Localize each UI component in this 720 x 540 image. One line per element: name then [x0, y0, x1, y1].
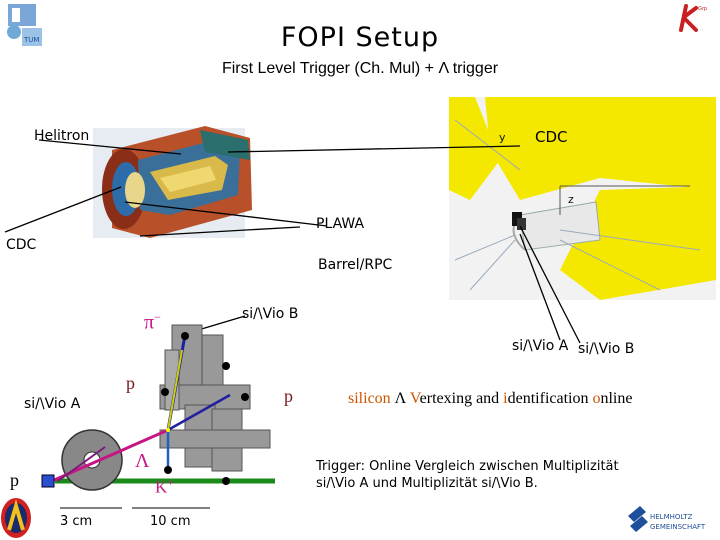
scale-3cm-label: 3 cm — [60, 514, 93, 529]
acronym-word-silicon: silicon — [348, 390, 391, 407]
trigger-note-line2: si/\Vio A und Multiplizität si/\Vio B. — [316, 476, 538, 491]
helitron-label: Helitron — [34, 128, 90, 144]
axis-y-label: y — [499, 131, 506, 144]
helmholtz-logo-line1: HELMHOLTZ — [650, 513, 693, 521]
cdc-left-label: CDC — [6, 237, 37, 253]
detector-illustration — [93, 126, 252, 238]
acronym-word-identification: identification — [503, 390, 589, 407]
proton-right-label: p — [284, 386, 293, 406]
si-vio-a-left-label: si/\Vio A — [24, 396, 81, 412]
pi-minus-label: π− — [144, 310, 161, 334]
trigger-note-line1: Trigger: Online Vergleich zwischen Multi… — [316, 459, 619, 474]
annotation-arrows — [4, 139, 581, 344]
barrel-rpc-label: Barrel/RPC — [318, 257, 393, 273]
acronym-word-online: online — [592, 390, 633, 407]
page-subtitle: First Level Trigger (Ch. Mul) + Λ trigge… — [221, 60, 499, 77]
si-vio-b-top-label: si/\Vio B — [242, 306, 299, 322]
proton-upper-label: p — [126, 373, 135, 393]
tum-logo: TUM — [7, 4, 42, 46]
helmholtz-logo-line2: GEMEINSCHAFT — [650, 523, 706, 531]
svg-text:Grp: Grp — [698, 6, 707, 12]
scale-10cm-label: 10 cm — [150, 514, 191, 529]
acronym-word-vertexing: Vertexing — [409, 390, 473, 407]
page-title: FOPI Setup — [280, 22, 440, 53]
axis-z-label: z — [568, 193, 574, 206]
trigger-note: Trigger: Online Vergleich zwischen Multi… — [316, 458, 619, 492]
si-vio-b-right-label: si/\Vio B — [578, 341, 635, 357]
lambda-label: Λ — [135, 450, 150, 472]
acronym-word-and: and — [476, 390, 500, 407]
si-vio-a-right-label: si/\Vio A — [512, 338, 569, 354]
vertex-schematic — [41, 324, 275, 509]
acronym-line: silicon Λ Vertexing and identification o… — [348, 390, 632, 408]
cdc-picture: y z — [449, 97, 716, 300]
kaon-logo: Grp — [679, 4, 707, 32]
tum-logo-text: TUM — [23, 36, 39, 44]
lambda-logo — [1, 498, 31, 538]
kaon-plus-label: K+ — [155, 477, 174, 497]
plawa-label: PLAWA — [316, 216, 365, 232]
proton-left-label: p — [10, 470, 19, 490]
cdc-top-label: CDC — [535, 128, 568, 146]
acronym-word-lambda: Λ — [394, 390, 406, 407]
helmholtz-logo: HELMHOLTZ GEMEINSCHAFT — [628, 506, 706, 532]
